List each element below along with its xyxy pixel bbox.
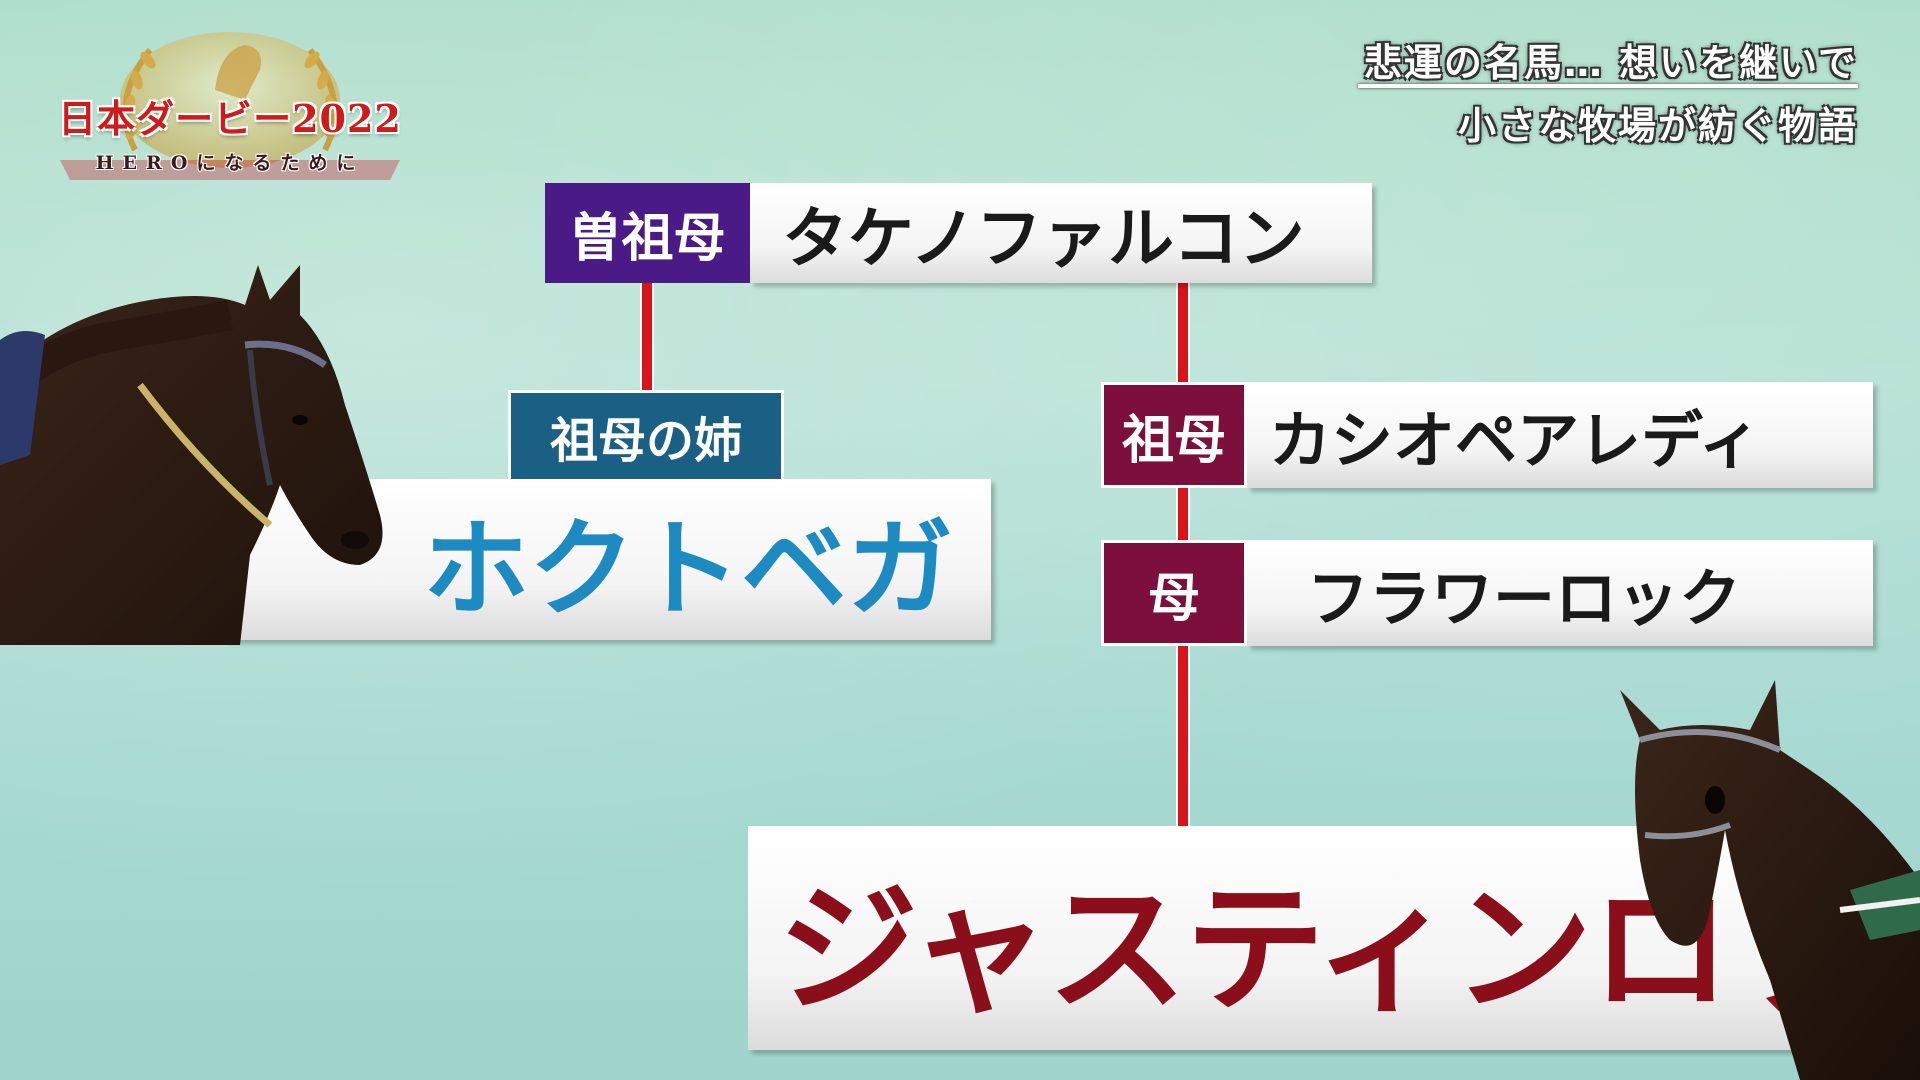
connector-line-subject bbox=[1176, 646, 1190, 826]
grandmother-label: 祖母 bbox=[1101, 382, 1247, 488]
mother-label: 母 bbox=[1101, 540, 1247, 646]
caption-divider bbox=[1358, 84, 1858, 88]
caption-line-2: 小さな牧場が紡ぐ物語 bbox=[1457, 104, 1858, 148]
great-grandmother-label: 曽祖母 bbox=[545, 183, 750, 283]
mother-name: フラワーロック bbox=[1247, 540, 1873, 646]
horse-photo-right bbox=[1620, 680, 1920, 1080]
caption-line-1: 悲運の名馬… 想いを継いで bbox=[1363, 41, 1858, 85]
great-grandmother-name: タケノファルコン bbox=[750, 183, 1372, 283]
grandmother-name: カシオペアレディ bbox=[1247, 382, 1873, 488]
connector-line-sister bbox=[640, 283, 654, 390]
horse-photo-left bbox=[0, 265, 383, 645]
connector-line-grandmother bbox=[1176, 283, 1190, 382]
connector-line-mother bbox=[1176, 488, 1190, 540]
logo-title: 日本ダービー2022 bbox=[58, 96, 402, 141]
logo-subtitle: HEROになるために bbox=[95, 152, 365, 174]
program-logo: 日本ダービー2022 HEROになるために bbox=[40, 30, 420, 210]
laurel-wreath-horse-icon bbox=[60, 32, 400, 180]
grandmother-sister-label: 祖母の姉 bbox=[508, 390, 784, 482]
